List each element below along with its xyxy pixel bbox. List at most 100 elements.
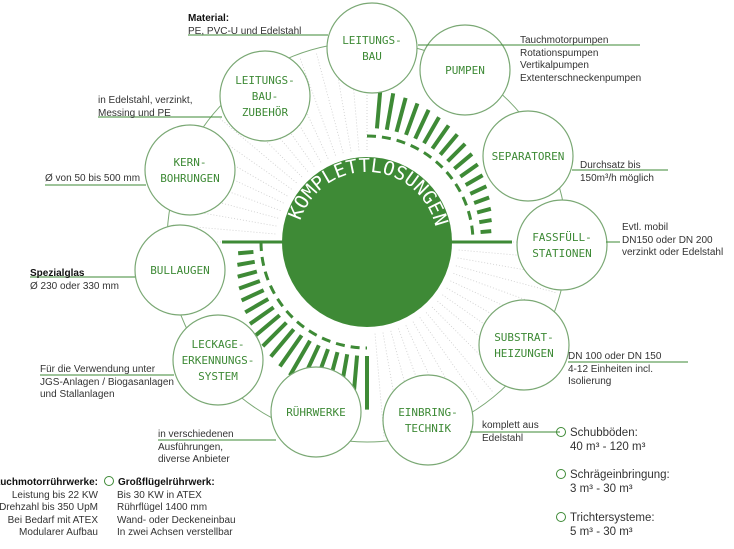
note-line: Bei Bedarf mit ATEX	[7, 514, 98, 526]
bubble-label: FASSFÜLL-	[532, 231, 592, 244]
dashed-arc-top	[366, 134, 475, 243]
bubble-circle	[382, 374, 474, 466]
bubble-label: BAU-	[252, 90, 279, 103]
note-line: Rotationspumpen	[520, 47, 599, 59]
ray-line	[419, 317, 480, 403]
bar-mark	[278, 334, 304, 368]
note-schraeg: Schrägeinbringung:3 m³ - 30 m³	[556, 468, 670, 496]
note-line: Edelstahl	[482, 432, 524, 444]
bubble-circle	[478, 299, 570, 391]
ray-line	[453, 273, 552, 310]
bar-mark	[430, 124, 451, 150]
bubble: LECKAGE-ERKENNUNGS-SYSTEM	[172, 314, 264, 406]
bar-mark	[248, 305, 275, 326]
bubble-label: KERN-	[173, 156, 206, 169]
note-title: Spezialglas	[30, 268, 85, 279]
bubble-circle	[134, 224, 226, 316]
bar-mark	[237, 249, 254, 256]
bubble: RÜHRWERKE	[270, 366, 362, 458]
bubble: EINBRING-TECHNIK	[382, 374, 474, 466]
note-line: DN150 oder DN 200	[622, 234, 713, 246]
note-line: Durchsatz bis	[580, 160, 641, 171]
bubble-circle	[172, 314, 264, 406]
note-line: Schubböden:	[570, 427, 638, 439]
ray-line	[412, 321, 466, 412]
note-line: Vertikalpumpen	[520, 60, 589, 71]
bar-mark	[244, 297, 270, 315]
bar-mark	[288, 339, 312, 377]
bubble-label: ERKENNUNGS-	[182, 354, 255, 367]
bubble-label: BULLAUGEN	[150, 264, 210, 277]
bubble-label: SUBSTRAT-	[494, 331, 554, 344]
ray-line	[349, 46, 360, 151]
note-line: Leistung bis 22 KW	[11, 489, 98, 501]
note-zubehoer: in Edelstahl, verzinkt,Messing und PE	[98, 95, 193, 120]
ray-line	[206, 129, 292, 190]
bar-mark	[446, 142, 467, 163]
note-line: Wand- oder Deckeneinbau	[117, 514, 236, 526]
note-line: in verschiedenen	[158, 429, 234, 440]
note-line: Ø 230 oder 330 mm	[30, 280, 119, 292]
note-line: diverse Anbieter	[158, 454, 230, 465]
ray-line	[425, 312, 494, 393]
note-line: Trichtersysteme:	[570, 512, 655, 524]
note-line: verzinkt oder Edelstahl	[622, 247, 724, 258]
note-line: Messing und PE	[98, 107, 171, 119]
bar-mark	[469, 184, 488, 196]
ray-line	[405, 325, 451, 420]
bar-mark	[476, 206, 492, 215]
bubble: KERN- BOHRUNGEN	[144, 124, 236, 216]
note-line: JGS-Anlagen / Biogasanlagen	[40, 376, 174, 388]
ray-line	[458, 249, 563, 260]
bar-mark	[384, 92, 396, 131]
ray-line	[177, 190, 279, 219]
note-line: Tauchmotorpumpen	[520, 35, 609, 46]
bubble: PUMPEN	[419, 24, 511, 116]
bar-mark	[453, 152, 474, 171]
bar-mark	[240, 288, 265, 303]
note-line: In zwei Achsen verstellbar	[117, 527, 233, 538]
note-line: Schrägeinbringung:	[570, 469, 670, 481]
bubble-label: HEIZUNGEN	[494, 347, 554, 360]
note-line: 5 m³ - 30 m³	[570, 526, 633, 538]
note-kern: Ø von 50 bis 500 mm	[45, 173, 140, 186]
bar-mark	[238, 279, 261, 291]
bar-mark	[438, 133, 459, 156]
note-title: Großflügelrührwerk:	[118, 477, 215, 488]
bubble-label: BOHRUNGEN	[160, 172, 220, 185]
note-line: Evtl. mobil	[622, 222, 669, 233]
bullet-icon	[556, 427, 566, 437]
bar-mark	[374, 89, 383, 129]
bubble-label: BAU	[362, 50, 382, 63]
center-circle	[282, 157, 452, 327]
note-title: Material:	[188, 13, 230, 24]
note-line: DN 100 oder DN 150	[568, 351, 662, 362]
ray-line	[374, 333, 385, 438]
bar-mark	[422, 116, 441, 145]
ray-line	[332, 48, 352, 152]
note-line: und Stallanlagen	[40, 389, 115, 400]
bar-mark	[464, 173, 484, 187]
bubble-circle	[326, 2, 418, 94]
bubble: BULLAUGEN	[134, 224, 226, 316]
note-line: Ø von 50 bis 500 mm	[45, 173, 141, 184]
radial-rays	[171, 46, 563, 438]
ray-line	[431, 306, 506, 381]
ray-line	[382, 332, 402, 436]
bar-mark	[404, 102, 420, 136]
bar-mark	[413, 109, 431, 140]
bar-mark	[261, 321, 288, 348]
note-line: komplett aus	[482, 420, 539, 431]
bubble: LEITUNGS-BAU-ZUBEHÖR	[219, 50, 311, 142]
bubble-label: RÜHRWERKE	[286, 406, 346, 419]
bar-mark	[254, 313, 281, 337]
bubble-circle	[270, 366, 362, 458]
note-line: 40 m³ - 120 m³	[570, 441, 646, 453]
